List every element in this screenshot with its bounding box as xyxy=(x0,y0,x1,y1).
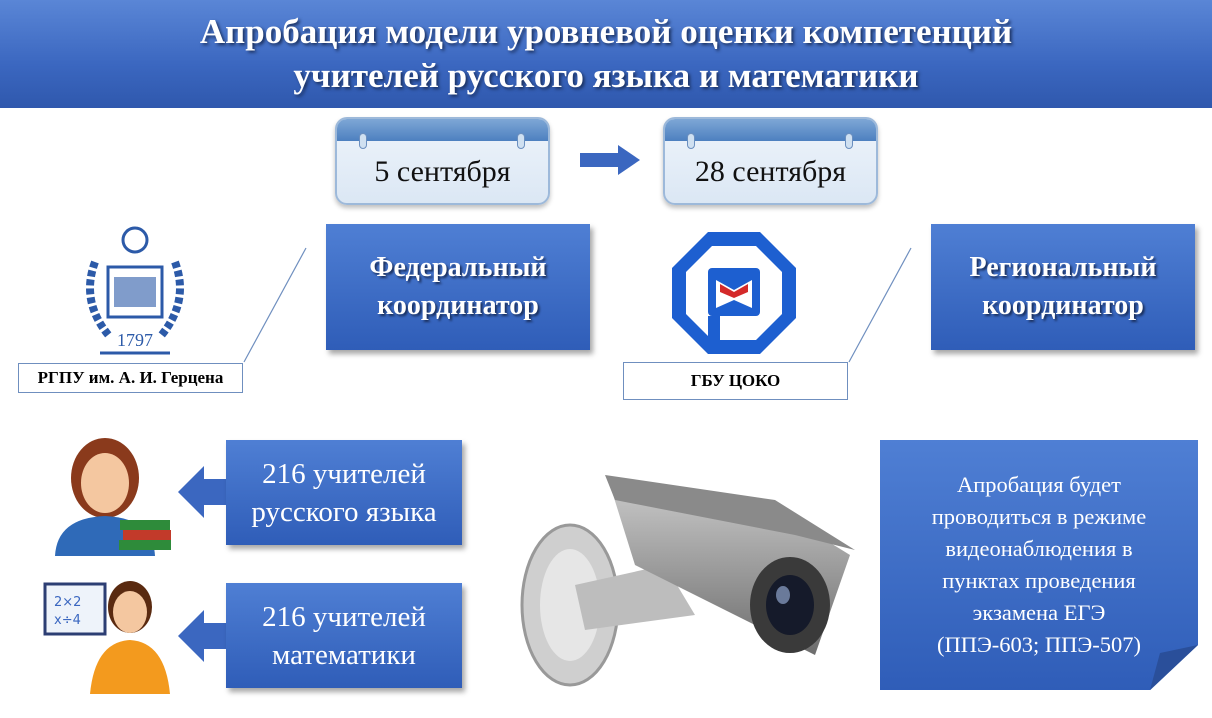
russian-subject: русского языка xyxy=(251,495,437,528)
russian-count: 216 учителей xyxy=(262,457,426,490)
cctv-camera-icon xyxy=(515,455,860,700)
regional-coordinator-box: Региональный координатор xyxy=(931,224,1195,350)
note-line: экзамена ЕГЭ xyxy=(972,600,1106,625)
connector-line-regional xyxy=(848,247,912,363)
connector-line-federal xyxy=(243,247,307,363)
svg-text:2×2: 2×2 xyxy=(54,595,81,610)
math-teacher-icon: 2×2 x÷4 xyxy=(40,572,175,694)
svg-text:1797: 1797 xyxy=(117,330,153,350)
note-line: (ППЭ-603; ППЭ-507) xyxy=(936,632,1142,657)
title-line-2: учителей русского языка и математики xyxy=(293,56,919,95)
herzen-university-logo: 1797 xyxy=(70,222,200,357)
arrow-left-icon xyxy=(178,466,228,518)
regional-org-label: ГБУ ЦОКО xyxy=(623,362,848,400)
title-line-1: Апробация модели уровневой оценки компет… xyxy=(199,12,1013,51)
federal-line-2: координатор xyxy=(377,290,539,321)
russian-teacher-icon xyxy=(45,428,175,556)
title-banner: Апробация модели уровневой оценки компет… xyxy=(0,0,1212,108)
end-date: 28 сентября xyxy=(694,155,847,188)
svg-text:x÷4: x÷4 xyxy=(54,613,81,628)
russian-teachers-box: 216 учителей русского языка xyxy=(226,440,462,545)
video-surveillance-note: Апробация будет проводиться в режиме вид… xyxy=(880,440,1198,690)
math-count: 216 учителей xyxy=(262,600,426,633)
federal-coordinator-box: Федеральный координатор xyxy=(326,224,590,350)
math-subject: математики xyxy=(272,638,416,671)
math-teachers-box: 216 учителей математики xyxy=(226,583,462,688)
calendar-end: 28 сентября xyxy=(663,117,878,205)
page-curl-icon xyxy=(1150,645,1198,690)
federal-line-1: Федеральный xyxy=(369,252,547,283)
note-line: пунктах проведения xyxy=(942,568,1136,593)
federal-org-label: РГПУ им. А. И. Герцена xyxy=(18,363,243,393)
arrow-right-icon xyxy=(580,145,640,175)
gbu-tsoko-logo xyxy=(668,228,800,358)
arrow-left-icon xyxy=(178,610,228,662)
note-line: Апробация будет xyxy=(957,472,1121,497)
note-line: видеонаблюдения в xyxy=(945,536,1133,561)
regional-line-1: Региональный xyxy=(969,252,1157,283)
note-line: проводиться в режиме xyxy=(931,504,1147,529)
start-date: 5 сентября xyxy=(374,155,511,188)
calendar-start: 5 сентября xyxy=(335,117,550,205)
regional-line-2: координатор xyxy=(982,290,1144,321)
